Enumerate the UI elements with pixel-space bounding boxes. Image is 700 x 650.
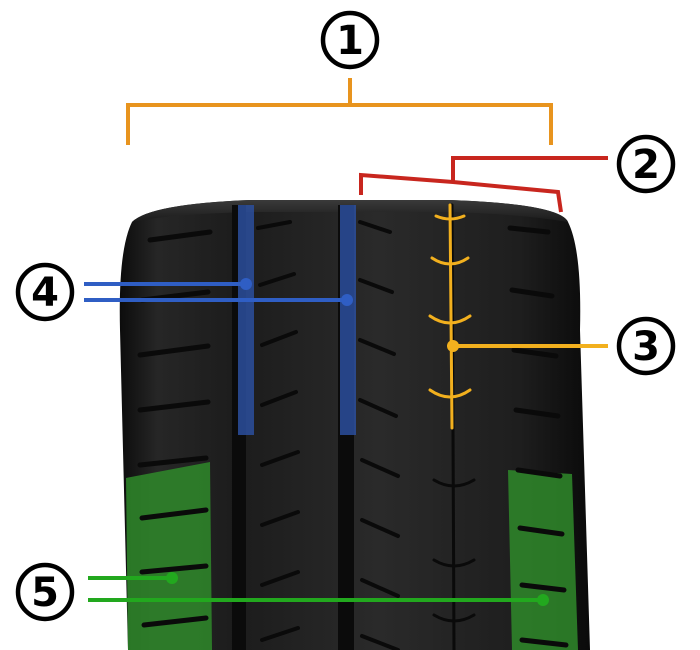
callout-3-label: 3 (632, 324, 660, 370)
tire (119, 200, 590, 650)
callout-2-bracket (359, 156, 608, 213)
callout-1-label: 1 (336, 18, 364, 64)
blue-zone-left (238, 205, 254, 435)
callout-2: 2 (359, 134, 676, 213)
callout-4: 4 (15, 262, 353, 322)
callout-2-label: 2 (632, 142, 660, 188)
blue-zone-center (340, 205, 356, 435)
callout-3: 3 (447, 316, 676, 376)
callout-1-bracket (126, 78, 553, 145)
callout-3-dot (447, 340, 459, 352)
rib-slots-left (256, 220, 300, 642)
callout-5: 5 (15, 562, 549, 622)
callout-5-dot-b (537, 594, 549, 606)
callout-4-label: 4 (31, 270, 59, 316)
callout-4-ring (15, 262, 75, 322)
callout-4-dot-b (341, 294, 353, 306)
callout-1: 1 (126, 10, 553, 145)
center-sipe (428, 203, 476, 650)
callout-2-ring (616, 134, 676, 194)
callout-1-ring (320, 10, 380, 70)
callout-3-ring (616, 316, 676, 376)
callout-5-ring (15, 562, 75, 622)
callout-5-dot-a (166, 572, 178, 584)
shoulder-slots-left (137, 229, 213, 628)
callout-5-label: 5 (31, 570, 59, 616)
green-zone-left (126, 462, 212, 650)
green-zone-right (508, 470, 578, 650)
callout-4-dot-a (240, 278, 252, 290)
rib-slots-center (358, 220, 400, 650)
shoulder-slots-right (507, 225, 569, 648)
